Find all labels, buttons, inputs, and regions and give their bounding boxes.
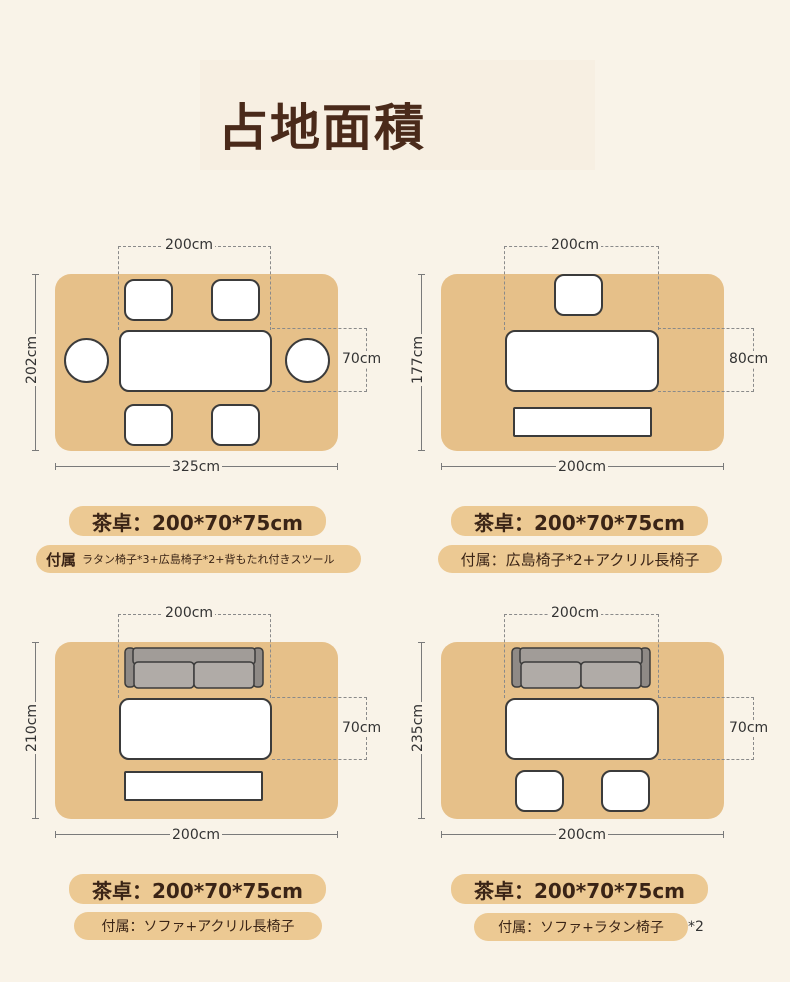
dimension-tick bbox=[723, 463, 724, 470]
table-spec-label: 茶卓：200*70*75cm bbox=[69, 874, 326, 904]
dimension-tick bbox=[337, 463, 338, 470]
table-width-label: 200cm bbox=[163, 237, 216, 253]
accessories-suffix: *2 bbox=[688, 919, 704, 935]
dimension-tick bbox=[32, 274, 39, 275]
tea-table bbox=[505, 330, 659, 392]
accessories-prefix: 付属 bbox=[46, 550, 77, 569]
tea-table bbox=[505, 698, 659, 760]
height-dimension-label: 177cm bbox=[410, 333, 427, 387]
table-spec-label: 茶卓：200*70*75cm bbox=[451, 506, 708, 536]
stool bbox=[601, 770, 650, 812]
stool bbox=[124, 279, 173, 321]
width-dimension-label: 200cm bbox=[556, 459, 609, 475]
dimension-tick bbox=[418, 818, 425, 819]
title-background bbox=[200, 60, 595, 170]
dimension-tick bbox=[418, 274, 425, 275]
round-chair bbox=[64, 338, 109, 383]
table-depth-label: 80cm bbox=[727, 351, 771, 367]
acrylic-bench bbox=[513, 407, 652, 437]
width-dimension-label: 200cm bbox=[170, 827, 223, 843]
dimension-tick bbox=[55, 463, 56, 470]
dimension-tick bbox=[441, 831, 442, 838]
table-depth-label: 70cm bbox=[340, 720, 384, 736]
dimension-tick bbox=[32, 642, 39, 643]
height-dimension-label: 202cm bbox=[24, 333, 41, 387]
height-dimension-label: 235cm bbox=[410, 701, 427, 755]
table-width-label: 200cm bbox=[163, 605, 216, 621]
round-chair bbox=[285, 338, 330, 383]
tea-table bbox=[119, 698, 272, 760]
dimension-tick bbox=[441, 463, 442, 470]
dimension-tick bbox=[337, 831, 338, 838]
table-depth-label: 70cm bbox=[727, 720, 771, 736]
accessories-label: 付属：ソファ+アクリル長椅子 bbox=[74, 912, 322, 940]
dimension-tick bbox=[723, 831, 724, 838]
stool bbox=[211, 404, 260, 446]
sofa bbox=[124, 647, 264, 689]
dimension-tick bbox=[418, 642, 425, 643]
accessories-label: 付属：ソファ+ラタン椅子 bbox=[474, 913, 688, 941]
width-dimension-label: 200cm bbox=[556, 827, 609, 843]
stool bbox=[124, 404, 173, 446]
table-depth-label: 70cm bbox=[340, 351, 384, 367]
accessories-items: ラタン椅子*3+広島椅子*2+背もたれ付きスツール bbox=[82, 553, 335, 566]
dimension-tick bbox=[32, 450, 39, 451]
stool bbox=[554, 274, 603, 316]
width-dimension-label: 325cm bbox=[170, 459, 223, 475]
stool bbox=[211, 279, 260, 321]
table-width-label: 200cm bbox=[549, 605, 602, 621]
acrylic-bench bbox=[124, 771, 263, 801]
accessories-label: 付属 ラタン椅子*3+広島椅子*2+背もたれ付きスツール bbox=[36, 545, 361, 573]
sofa bbox=[511, 647, 651, 689]
table-spec-label: 茶卓：200*70*75cm bbox=[451, 874, 708, 904]
table-spec-label: 茶卓：200*70*75cm bbox=[69, 506, 326, 536]
stool bbox=[515, 770, 564, 812]
table-width-label: 200cm bbox=[549, 237, 602, 253]
dimension-tick bbox=[418, 450, 425, 451]
height-dimension-label: 210cm bbox=[24, 701, 41, 755]
accessories-label: 付属：広島椅子*2+アクリル長椅子 bbox=[438, 545, 722, 573]
tea-table bbox=[119, 330, 272, 392]
dimension-tick bbox=[32, 818, 39, 819]
page-title: 占地面積 bbox=[218, 99, 426, 157]
dimension-tick bbox=[55, 831, 56, 838]
